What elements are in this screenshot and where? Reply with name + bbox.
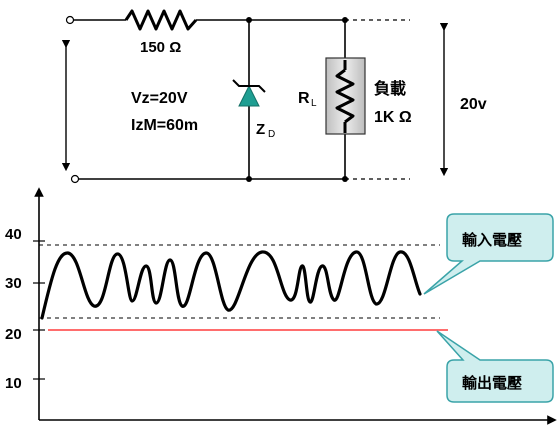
vz-label: Vz=20V	[131, 90, 188, 107]
zener-diode-icon	[232, 79, 266, 107]
voltage-graph: 40 30 20 10 輸入電壓 輸出電壓	[5, 187, 557, 425]
input-terminal-top	[65, 15, 75, 25]
output-voltage-label: 20v	[460, 96, 487, 113]
zener-label: Z	[256, 121, 265, 138]
input-voltage-callout: 輸入電壓	[423, 213, 554, 295]
y-tick-label-30: 30	[5, 275, 22, 292]
zener-subscript: D	[268, 129, 275, 140]
load-value: 1K Ω	[374, 109, 412, 126]
series-resistor-icon	[124, 9, 198, 31]
circuit-diagram: 150 Ω Z D Vz=20V IzM=60m R L 負載 1K Ω	[61, 9, 487, 184]
izm-label: IzM=60m	[131, 117, 198, 134]
y-tick-label-40: 40	[5, 226, 22, 243]
input-terminal-bottom	[70, 174, 80, 184]
load-resistor-icon	[335, 60, 355, 133]
rl-label: R	[298, 90, 310, 107]
rl-subscript: L	[311, 98, 317, 109]
input-voltage-callout-text: 輸入電壓	[462, 231, 522, 249]
y-tick-label-10: 10	[5, 375, 22, 392]
resistor-label: 150 Ω	[140, 39, 181, 56]
input-voltage-waveform	[40, 250, 422, 320]
output-voltage-callout-text: 輸出電壓	[462, 374, 522, 392]
load-label: 負載	[374, 79, 406, 98]
y-tick-label-20: 20	[5, 326, 22, 343]
output-voltage-callout: 輸出電壓	[436, 330, 554, 403]
